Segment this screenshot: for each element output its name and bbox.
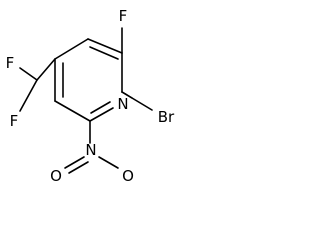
structure-canvas: F Br N F F N O O (0, 0, 199, 191)
bond-ring-top (87, 38, 123, 54)
atom-label-fluorine-chf2-lower: F (10, 112, 19, 130)
atom-label-ring-nitrogen: N (117, 95, 128, 113)
atom-label-nitro-nitrogen: N (85, 141, 96, 159)
substituent-bonds (19, 27, 153, 174)
bond-ring-bottom-to-n (89, 107, 114, 122)
bond-nitro-o-double-a (64, 156, 85, 169)
bond-ring-upper-left (54, 38, 89, 60)
bond-chf2-lower-f (19, 79, 38, 112)
atom-label-bromine: Br (158, 108, 175, 126)
bond-ring-bottom-to-n-double (90, 101, 111, 114)
molecule-structure-diagram: F Br N F F N O O (6, 7, 175, 185)
atom-labels: F Br N F F N O O (6, 7, 175, 185)
atom-label-nitro-oxygen-double: O (50, 167, 62, 185)
bond-ring-lower-left (54, 100, 91, 122)
atom-label-fluorine-chf2-upper: F (6, 54, 15, 72)
atom-label-fluorine-ring: F (119, 7, 128, 25)
bond-chf2-upper-f (19, 67, 38, 81)
bond-to-bromine (121, 91, 153, 111)
bond-nitro-o-double-b (68, 161, 89, 174)
ring-bonds (54, 38, 133, 122)
bond-ring-top-double (89, 46, 119, 60)
atom-label-nitro-oxygen-single: O (122, 167, 134, 185)
bond-to-chf2-carbon (36, 58, 56, 81)
bond-nitro-o-single (98, 156, 119, 169)
